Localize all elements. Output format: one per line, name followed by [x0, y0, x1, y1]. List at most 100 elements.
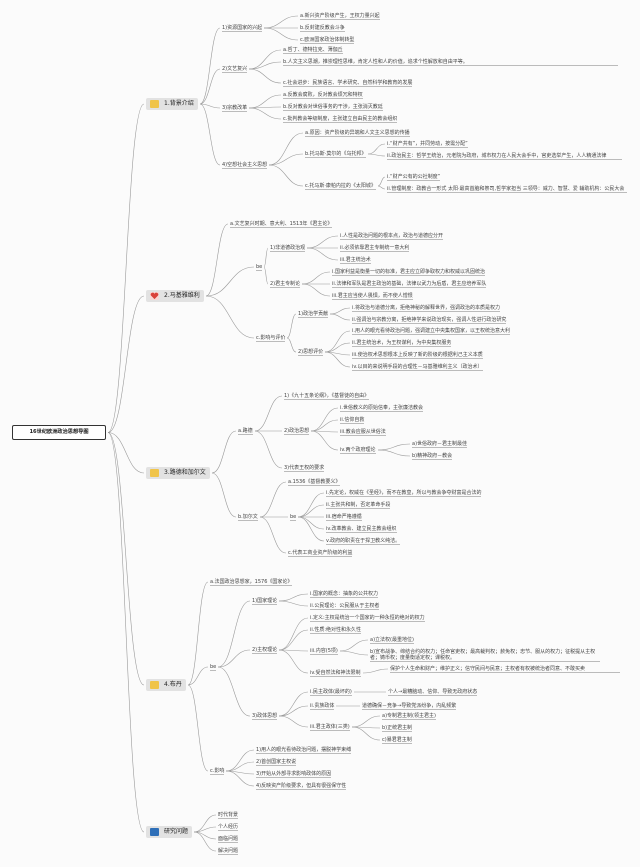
bo-c1[interactable]: 1)用人的眼光看待政治问题，摆脱神学束缚: [256, 747, 352, 754]
bo-b3c2[interactable]: b)正统君主制: [382, 725, 413, 732]
mc-b[interactable]: be: [256, 264, 263, 271]
mc-c2b[interactable]: ii.君主统治术，为王权谋利，为中央集权服务: [352, 340, 452, 347]
lu-a2d1[interactable]: a)世俗政府－君主制最佳: [412, 441, 468, 448]
mc-a[interactable]: a.文艺复兴时期、意大利、1513年《君主论》: [230, 221, 333, 228]
bo-c[interactable]: c.影响: [210, 768, 225, 775]
mc-b1[interactable]: 1)非道德政治观: [270, 245, 306, 252]
bo-b3a1[interactable]: 个人→最糟脑动、信仰、导致无政府状态: [388, 689, 478, 696]
lu-b2a[interactable]: i.先定论，权威在《圣经》，而不在教皇，所以与教会争夺财富是合法的: [326, 490, 482, 497]
lu-b2c[interactable]: iii.宿命严格遵循: [326, 514, 362, 521]
mc-c1b[interactable]: ii.强调治与宗教分离，拒绝神学来说政治现实，强调人性进行政治研究: [352, 317, 507, 324]
node-bodin[interactable]: 4.布丹: [146, 679, 186, 691]
bo-b[interactable]: be: [210, 664, 217, 671]
bo-b3c3[interactable]: c)暴君君主制: [382, 737, 412, 744]
bo-c4[interactable]: 4)反映资产阶级要求，但具有很强保守性: [256, 783, 347, 790]
node-research[interactable]: 研究问题: [146, 826, 193, 838]
mc-b2c[interactable]: iii.君主应当使人畏惧，而不使人憎恨: [332, 293, 413, 300]
mc-b2b[interactable]: ii.法律和军队是君主政治的基础，法律以武力为后盾，君主应培养军队: [332, 281, 487, 288]
bo-b3c[interactable]: iii.君主政体(三类): [310, 724, 350, 731]
lu-a2d[interactable]: iv.两个政府理论: [340, 447, 376, 454]
lu-b2b[interactable]: ii.主张共和制，否定革命手段: [326, 502, 391, 509]
mc-b2a[interactable]: i.国家利益是衡量一切的标准，君主应立即争取权力和权威以巩固统治: [332, 269, 485, 276]
mc-b1b[interactable]: ii.必须依靠君主专制统一意大利: [340, 245, 410, 252]
bo-b2c1[interactable]: a)立法权(最重地位): [370, 637, 414, 644]
rs-item-1[interactable]: 个人经历: [218, 824, 239, 831]
bo-b2d1[interactable]: 保护个人生命和财产；维护正义；信守民间与民意；主权者有权被统治者同意、不敢买卖: [390, 666, 620, 673]
bg-b3[interactable]: c.社会进步：民族语言、学术研究、自然科学和教育的发展: [283, 80, 413, 87]
connector-root-node-node-luther: [107, 432, 145, 474]
mc-b1a[interactable]: i.人性是政治问题的根本点，政治与道德应分开: [340, 233, 443, 240]
bo-b2a[interactable]: i.定义:主权是统治一个国家的一种永恒的绝对的权力: [310, 615, 425, 622]
bg-a3[interactable]: c.欧洲国家政治体制转型: [300, 37, 355, 44]
lu-a3[interactable]: 3)代表王权的要求: [284, 465, 325, 472]
bg-c1[interactable]: a.反教会腐败，反对教会烦冗和特权: [283, 92, 363, 99]
bg-c3[interactable]: c.批判教会等级制度，主张建立自由民主的教会组织: [283, 116, 398, 123]
bg-a1[interactable]: a.新兴资产阶级产生，王权力量兴起: [300, 13, 380, 20]
lu-a2[interactable]: 2)政治思想: [284, 428, 310, 435]
rs-item-0[interactable]: 时代背景: [218, 812, 239, 819]
bg-d2[interactable]: b.托马斯·莫尔的《乌托邦》: [305, 151, 367, 158]
bg-d3a[interactable]: i.“财产公有的公社制度”: [387, 174, 441, 181]
node-background[interactable]: 1.背景介绍: [146, 98, 198, 110]
bo-c2[interactable]: 2)首创国家主权说: [256, 759, 297, 766]
mc-b1c[interactable]: iii.君主统治术: [340, 257, 371, 264]
rs-item-3[interactable]: 解决问题: [218, 848, 239, 855]
bg-b[interactable]: 2)文艺复兴: [222, 66, 248, 73]
bg-c[interactable]: 3)宗教改革: [222, 105, 248, 112]
bo-b1b[interactable]: ii.公民理论：公民服从于主权者: [310, 603, 380, 610]
lu-a[interactable]: a.路德: [238, 428, 253, 435]
root-node[interactable]: 16世纪欧洲政治思想导图: [12, 425, 106, 440]
lu-a2b[interactable]: ii.信仰自救: [340, 417, 365, 424]
lu-a2c[interactable]: iii.教会应服从世俗法: [340, 429, 386, 436]
lu-b2[interactable]: be: [290, 514, 297, 521]
bo-b1a[interactable]: i.国家的概念：抽象的公共权力: [310, 591, 378, 598]
connector-lu-a2-lu-a2c: [310, 430, 339, 433]
lu-a1[interactable]: 1)《九十五条论纲》，《基督徒的自由》: [284, 393, 370, 400]
bg-d2a[interactable]: i.“财产共有”，并同劳动，按需分配”: [387, 141, 468, 148]
bo-b2d[interactable]: iv.受自然法和神法限制: [310, 670, 361, 677]
bo-b2c[interactable]: iii.内容(5项): [310, 648, 338, 655]
connector-bo-b2-bo-b2c: [278, 649, 309, 652]
mc-c2a[interactable]: i.用人的眼光看待政治问题，强调建立中央集权国家，以王权统治意大利: [352, 328, 510, 335]
bo-a[interactable]: a.法国政治思想家，1576《国家论》: [210, 579, 293, 586]
bg-a2[interactable]: b.反封建反教会斗争: [300, 25, 345, 32]
bo-b1[interactable]: 1)国家理论: [252, 598, 278, 605]
lu-b2d[interactable]: iv.改革教会、建立民主教会组织: [326, 526, 397, 533]
bo-b3b1[interactable]: 道德确保－竞争→导致党派纷争，内乱频繁: [362, 703, 457, 710]
bg-d3b[interactable]: ii.管理制度：政教合一形式 太阳·最高首脑和祭司,哲学家担当 三领导：威力、智…: [387, 186, 627, 193]
node-luther[interactable]: 3.路德和加尔文: [146, 467, 210, 479]
bo-b3[interactable]: 3)政体思想: [252, 713, 278, 720]
lu-a2a[interactable]: i.世俗教义的原始信奉，主张廉洁教会: [340, 405, 423, 412]
lu-b2e[interactable]: v.政府的职责在于捍卫教义纯洁。: [326, 538, 401, 545]
rs-item-2[interactable]: 面临问题: [218, 836, 239, 843]
lu-b1[interactable]: a.1536《基督教要义》: [288, 479, 341, 486]
bg-d2b[interactable]: ii.政治民主：哲学王统治，元老院为政府，城市权力在人民大会手中，官吏选举产生，…: [387, 153, 622, 160]
mc-c2c[interactable]: iii.使治权术思想根本上反映了新的阶级的根据利己主义本质: [352, 352, 483, 359]
mc-c1a[interactable]: i.将政治与道德分离，拒绝神秘的解释世界，强调政治的本质是权力: [352, 305, 500, 312]
mc-c2d[interactable]: iv.以目的来说明手段的合理性－马基雅维利主义（政治术）: [352, 364, 483, 371]
bg-b2[interactable]: b.人文主义思潮，推崇理性思维，肯定人性和人的价值，追求个性解放和自由平等。: [283, 59, 618, 66]
bg-d[interactable]: 4)空想社会主义思想: [222, 162, 268, 169]
lu-b[interactable]: b.加尔文: [238, 514, 258, 521]
bo-b3c1[interactable]: a)专制君主制(领主君主): [382, 713, 436, 720]
bg-d3[interactable]: c.托马斯·康帕内拉的《太阳城》: [305, 183, 376, 190]
bg-b1[interactable]: a.哲丁、德特拉克、薄伽丘: [283, 47, 343, 54]
bg-c2[interactable]: b.反对教会对世俗事务的干涉，主张消灭教廷: [283, 104, 383, 111]
bo-b3b[interactable]: ii.贵族政体: [310, 703, 335, 710]
bo-b2b[interactable]: ii.性质:绝对性和永久性: [310, 627, 362, 634]
mc-c2[interactable]: 2)思想评价: [298, 349, 324, 356]
connector-node-luther-lu-a: [211, 430, 237, 474]
bo-c3[interactable]: 3)开始从外部寻求影响政体的原因: [256, 771, 332, 778]
bo-b2[interactable]: 2)主权理论: [252, 647, 278, 654]
bg-a[interactable]: 1)资源国家的兴起: [222, 25, 263, 32]
bo-b3a[interactable]: i.民主政体(最坏的): [310, 689, 352, 696]
bo-b2c2[interactable]: b)宣布战争、缔结合约的权力；任命官吏权；最高裁判权；赦免权；忠节、服从的权力；…: [370, 649, 600, 662]
lu-b3[interactable]: c.代表工商业资产阶级的利益: [288, 550, 353, 557]
lu-a2d2[interactable]: b)精神政府－教会: [412, 453, 453, 460]
mc-b2[interactable]: 2)君主专制论: [270, 281, 301, 288]
mc-c[interactable]: c.影响与评价: [256, 335, 286, 342]
bg-d1[interactable]: a.原因：资产阶级的异端和人文主义思想的传播: [305, 130, 410, 137]
node-machiavelli[interactable]: 2.马基雅维利: [146, 290, 204, 302]
mc-c1[interactable]: 1)政治学贡献: [298, 311, 329, 318]
connector-lu-a2d-lu-a2d1: [377, 443, 411, 451]
